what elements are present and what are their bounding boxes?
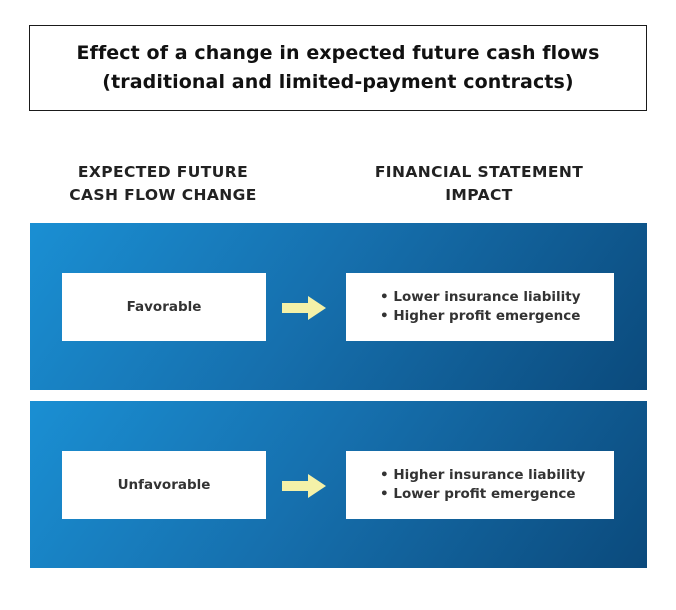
row-band-favorable: Favorable Lower insurance liability High… xyxy=(30,223,647,390)
title-line-2: (traditional and limited-payment contrac… xyxy=(102,71,574,93)
impact-box-favorable: Lower insurance liability Higher profit … xyxy=(346,273,614,341)
change-box-favorable: Favorable xyxy=(62,273,266,341)
column-header-impact-line-2: IMPACT xyxy=(445,186,513,204)
column-header-impact: FINANCIAL STATEMENT IMPACT xyxy=(348,161,610,207)
impact-item: Higher profit emergence xyxy=(380,307,614,326)
column-header-impact-line-1: FINANCIAL STATEMENT xyxy=(374,163,584,181)
row-band-unfavorable: Unfavorable Higher insurance liability L… xyxy=(30,401,647,568)
right-arrow-icon xyxy=(282,474,326,498)
diagram-title-box: Effect of a change in expected future ca… xyxy=(29,25,647,111)
right-arrow-icon xyxy=(282,296,326,320)
impact-box-unfavorable: Higher insurance liability Lower profit … xyxy=(346,451,614,519)
column-header-change-line-1: EXPECTED FUTURE xyxy=(77,163,249,181)
impact-item: Lower profit emergence xyxy=(380,485,614,504)
column-header-change-line-2: CASH FLOW CHANGE xyxy=(69,186,257,204)
title-line-1: Effect of a change in expected future ca… xyxy=(76,42,600,64)
column-header-change: EXPECTED FUTURE CASH FLOW CHANGE xyxy=(44,161,282,207)
impact-item: Higher insurance liability xyxy=(380,466,614,485)
impact-item: Lower insurance liability xyxy=(380,288,614,307)
change-box-unfavorable: Unfavorable xyxy=(62,451,266,519)
